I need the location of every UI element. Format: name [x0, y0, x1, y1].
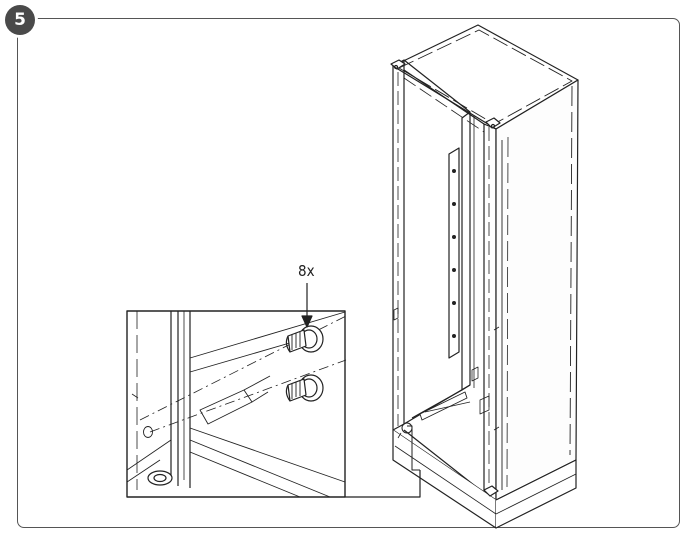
cabinet-drawing — [390, 24, 579, 529]
step-number-badge: 5 — [5, 5, 35, 35]
quantity-label: 8x — [298, 262, 315, 280]
screw-with-washer-icon — [285, 374, 324, 402]
illustration-frame — [17, 18, 680, 528]
detail-inset — [126, 310, 421, 498]
screw-with-washer-icon — [285, 325, 324, 353]
